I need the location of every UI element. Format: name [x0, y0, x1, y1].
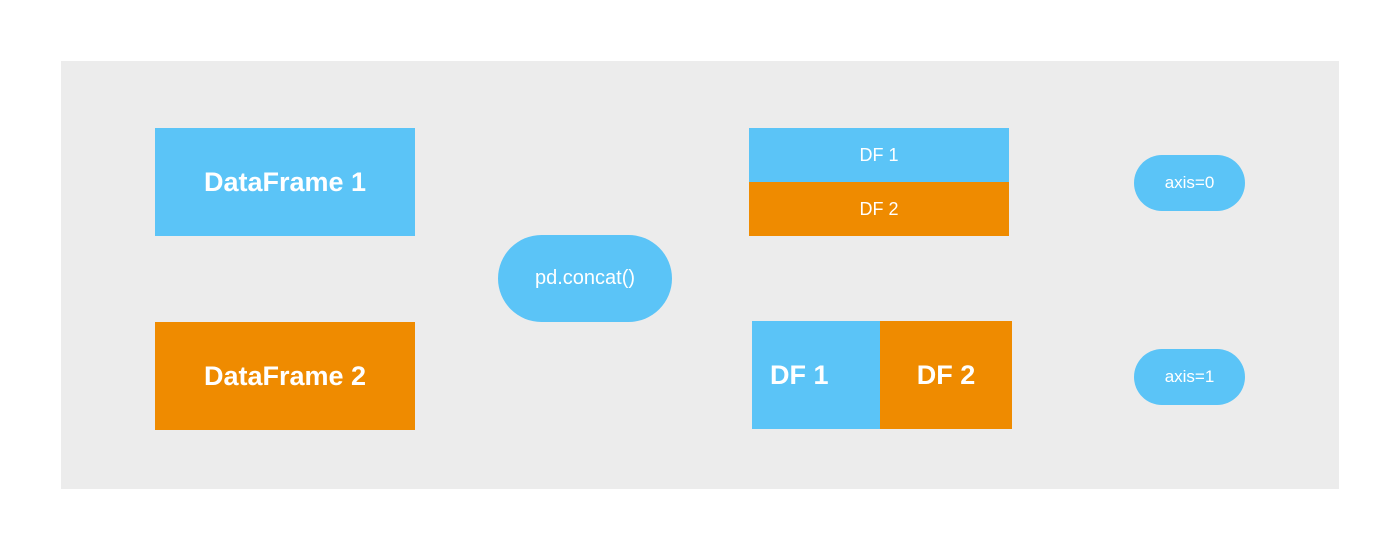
axis1-result-df1-column: DF 1 [752, 321, 880, 429]
axis0-label-pill: axis=0 [1134, 155, 1245, 211]
concat-operation-pill: pd.concat() [498, 235, 672, 322]
axis1-result-df2-column: DF 2 [880, 321, 1012, 429]
axis0-result-df2-row: DF 2 [749, 182, 1009, 236]
dataframe2-box: DataFrame 2 [155, 322, 415, 430]
axis0-result-df1-row: DF 1 [749, 128, 1009, 182]
axis1-label-pill: axis=1 [1134, 349, 1245, 405]
dataframe1-box: DataFrame 1 [155, 128, 415, 236]
